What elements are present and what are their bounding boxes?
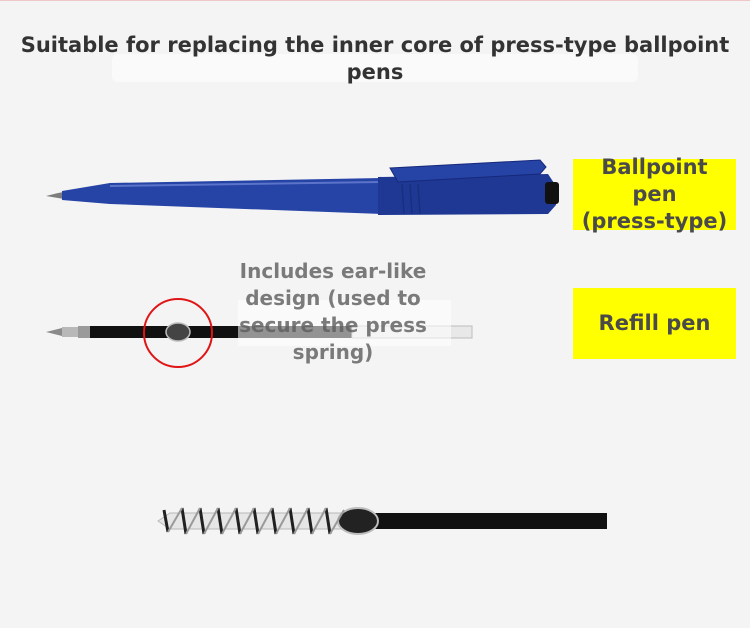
refill-with-spring-image <box>157 507 607 535</box>
ballpoint-label-line-2: pen <box>632 182 677 206</box>
ballpoint-label-line-1: Ballpoint <box>601 155 708 179</box>
ear-design-annotation: Includes ear-like design (used to secure… <box>239 259 427 364</box>
highlight-circle <box>143 298 213 368</box>
top-divider <box>0 0 750 1</box>
ballpoint-label-line-3: (press-type) <box>581 209 728 233</box>
title-highlight <box>112 54 638 82</box>
ballpoint-pen-label: Ballpoint pen (press-type) <box>573 155 736 233</box>
refill-pen-label: Refill pen <box>573 288 736 359</box>
page-title: Suitable for replacing the inner core of… <box>20 33 730 84</box>
ballpoint-pen-image <box>46 159 559 215</box>
annotation-highlight <box>238 300 451 346</box>
refill-label-text: Refill pen <box>598 311 711 335</box>
